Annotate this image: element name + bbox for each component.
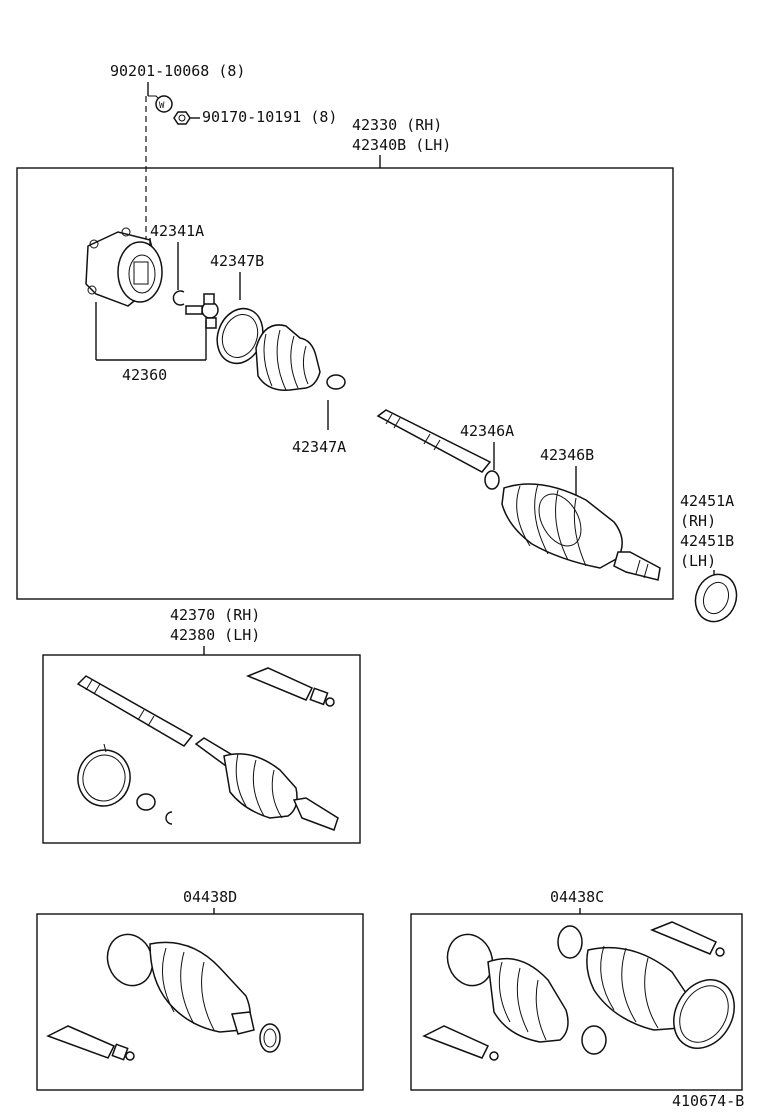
label-boot-kit-c[interactable]: 04438C <box>550 888 604 906</box>
main-assembly-frame <box>16 167 674 600</box>
tripod-joint[interactable] <box>185 293 219 329</box>
diagram-id: 410674-B <box>672 1092 744 1110</box>
label-nut[interactable]: 90170-10191 (8) <box>202 108 337 126</box>
boot-clamp-small[interactable] <box>326 374 346 390</box>
label-shaft-lh[interactable]: 42380 (LH) <box>170 626 260 644</box>
label-clamp-b[interactable]: 42347B <box>210 252 264 270</box>
label-outer-clamp-a[interactable]: 42346A <box>460 422 514 440</box>
snap-ring[interactable] <box>172 290 185 306</box>
shaft-subassembly-frame <box>42 654 361 844</box>
inboard-joint-housing[interactable] <box>85 227 163 307</box>
boot-kit-d-parts[interactable] <box>100 928 281 1053</box>
grease-tube-icon <box>46 1025 135 1061</box>
boot-kit-c-parts[interactable] <box>440 925 746 1059</box>
dust-seal[interactable] <box>689 569 743 628</box>
label-shaft-rh[interactable]: 42370 (RH) <box>170 606 260 624</box>
label-bolt[interactable]: 90201-10068 (8) <box>110 62 245 80</box>
label-seal-rh-code[interactable]: 42451A <box>680 492 734 510</box>
label-seal-lh[interactable]: (LH) <box>680 552 716 570</box>
label-shaft-assy-rh[interactable]: 42330 (RH) <box>352 116 442 134</box>
label-clamp-a[interactable]: 42347A <box>292 438 346 456</box>
snap-ring-small[interactable] <box>165 811 173 825</box>
boot-band-kit[interactable] <box>74 743 135 810</box>
grease-tube-icon <box>246 667 335 707</box>
nut-icon <box>173 111 191 125</box>
clamp-ring-small[interactable] <box>136 793 156 811</box>
outboard-boot[interactable] <box>501 483 623 569</box>
shaft-subassembly[interactable] <box>76 675 339 831</box>
label-ring-inner[interactable]: 42341A <box>150 222 204 240</box>
washer-icon: W <box>155 95 173 113</box>
outer-boot-clamp-small[interactable] <box>484 470 500 490</box>
label-joint-assy[interactable]: 42360 <box>122 366 167 384</box>
label-seal-lh-code[interactable]: 42451B <box>680 532 734 550</box>
label-outer-clamp-b[interactable]: 42346B <box>540 446 594 464</box>
outboard-cv-stub[interactable] <box>613 551 661 581</box>
grease-tube-icon <box>422 921 725 1061</box>
drive-shaft[interactable] <box>376 409 492 473</box>
label-shaft-assy-lh[interactable]: 42340B (LH) <box>352 136 451 154</box>
boot-kit-d-frame <box>36 913 364 1091</box>
label-boot-kit-d[interactable]: 04438D <box>183 888 237 906</box>
label-seal-rh[interactable]: (RH) <box>680 512 716 530</box>
svg-text:W: W <box>159 101 165 111</box>
boot-kit-c-frame <box>410 913 743 1091</box>
inboard-boot[interactable] <box>255 324 321 391</box>
